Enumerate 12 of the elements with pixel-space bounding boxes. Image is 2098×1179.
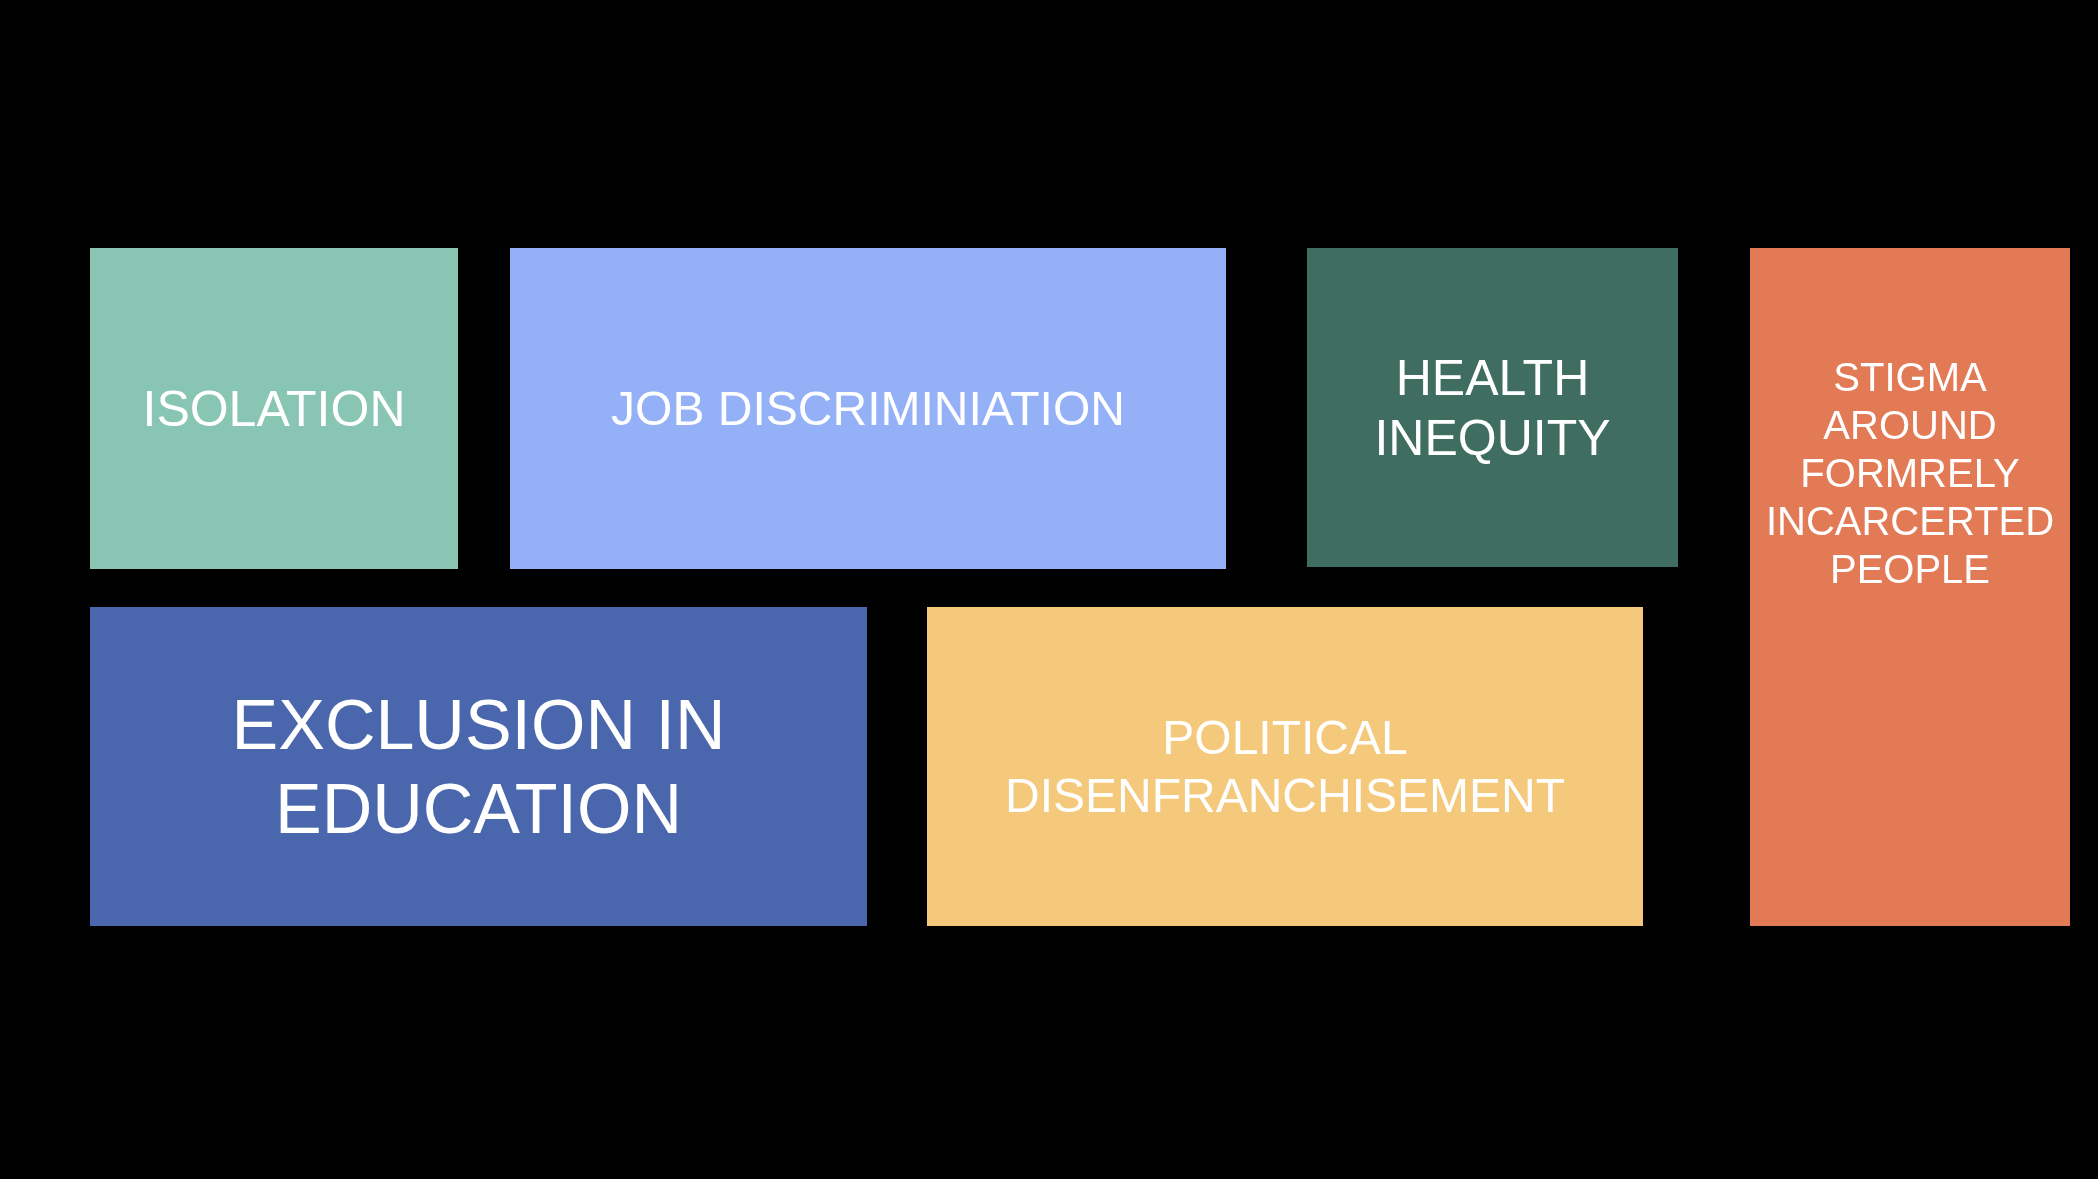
category-box [90, 248, 458, 569]
category-box [1307, 248, 1678, 567]
box-label: ISOLATION [142, 379, 406, 439]
box-label: JOB DISCRIMINIATION [611, 380, 1125, 437]
box-label: HEALTH INEQUITY [1373, 348, 1612, 468]
category-box [1750, 248, 2070, 926]
category-box [510, 248, 1226, 569]
category-box [90, 607, 867, 926]
box-label: EXCLUSION IN EDUCATION [230, 684, 727, 850]
category-box [927, 607, 1643, 926]
box-label: POLITICAL DISENFRANCHISEMENT [1003, 709, 1566, 824]
box-label: STIGMA AROUND FORMRELY INCARCERTED PEOPLE [1764, 354, 2056, 593]
